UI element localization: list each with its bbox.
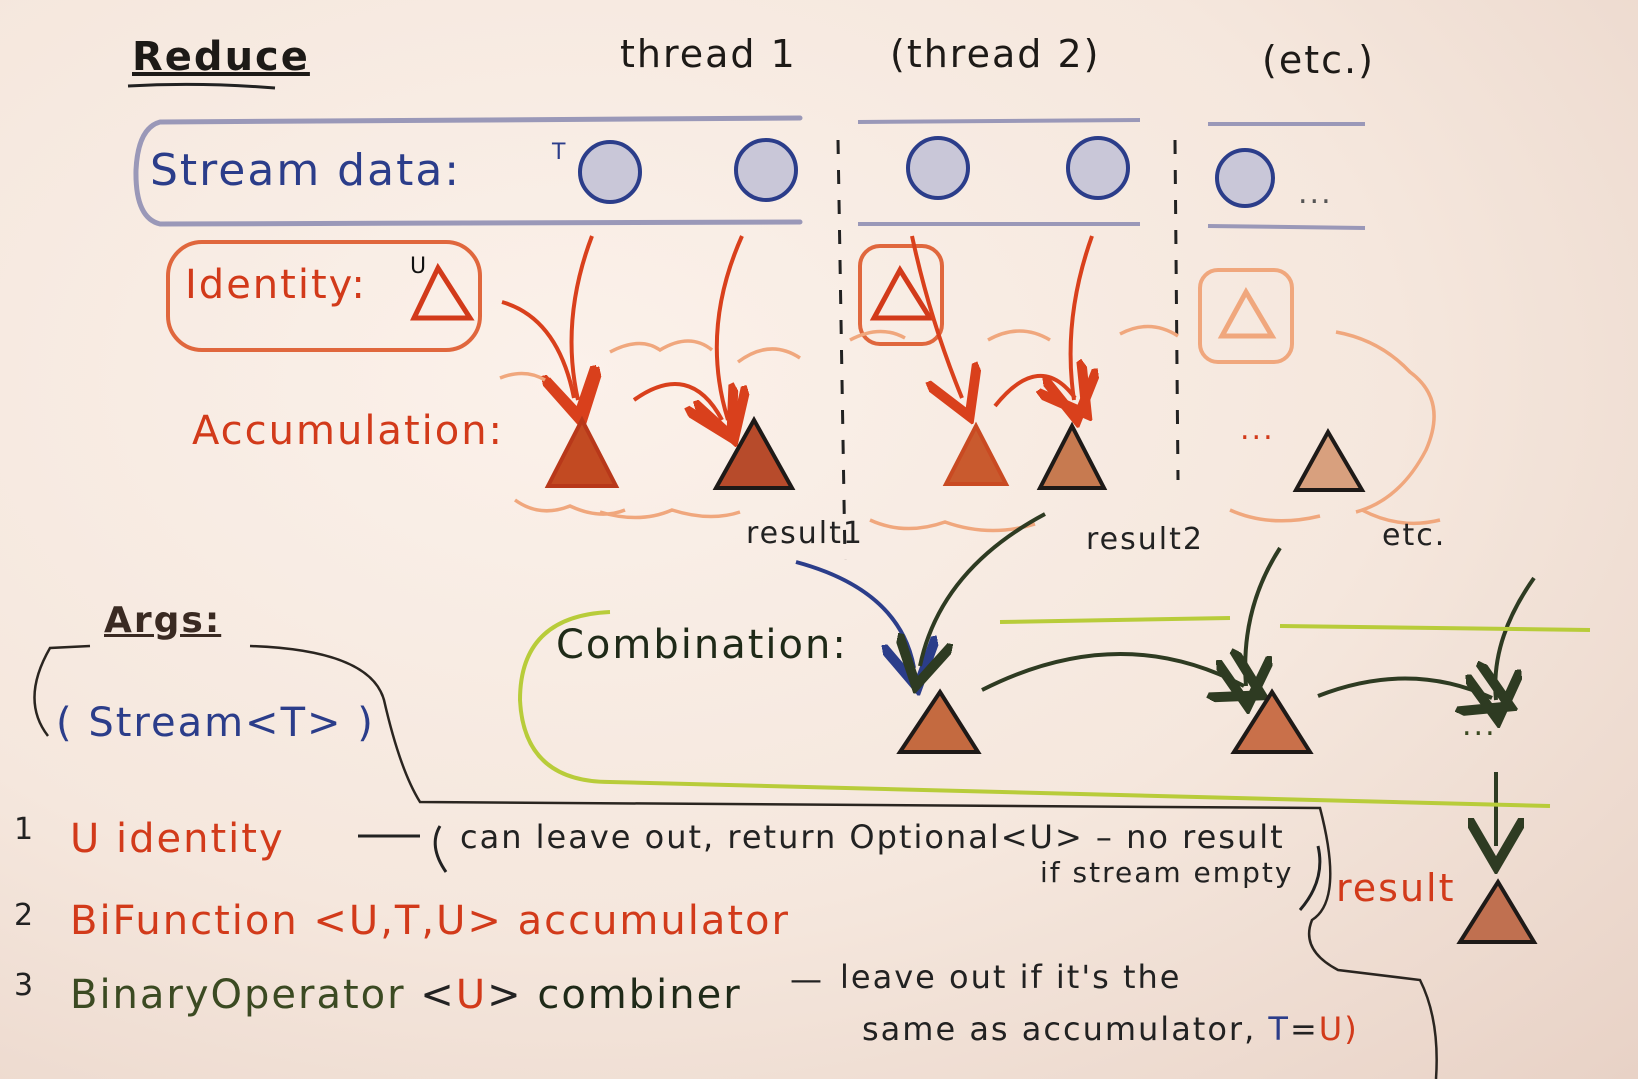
- args-stream-type: ( Stream<T> ): [56, 700, 375, 746]
- arrow-comb-to-comb: [1317, 678, 1492, 698]
- combination-triangle: [896, 688, 982, 754]
- note-combiner-eq: =: [1289, 1010, 1319, 1048]
- stream-elements: [578, 136, 1275, 208]
- arrow-comb-to-comb: [981, 654, 1244, 690]
- identity-type-label: U: [410, 254, 429, 279]
- identity-box: [166, 240, 482, 352]
- thread-label-3: (etc.): [1262, 38, 1375, 82]
- identity-label: Identity:: [185, 262, 367, 308]
- arg-combiner-name: combiner: [537, 972, 742, 1018]
- etc-result-label: etc.: [1382, 518, 1447, 553]
- arg-accumulator: BiFunction <U,T,U> accumulator: [70, 898, 790, 944]
- arrow-stream-to-acc: [572, 235, 592, 400]
- note-identity-line2: if stream empty: [1040, 856, 1294, 889]
- result2-label: result2: [1086, 522, 1204, 557]
- page-title: Reduce: [132, 34, 310, 80]
- note1-open-paren: [433, 825, 448, 873]
- thread-separator-1: [836, 139, 847, 561]
- arrow-result3-to-comb: [1245, 546, 1282, 686]
- stream-line-top-t2: [857, 118, 1141, 124]
- args-heading: Args:: [104, 600, 222, 641]
- thread-separator-2: [1173, 139, 1180, 481]
- stream-ellipsis: ...: [1298, 176, 1333, 211]
- arrow-result2-to-comb: [920, 512, 1046, 666]
- arg-combiner-open: <: [420, 972, 456, 1018]
- note-combiner-dash: —: [790, 960, 824, 998]
- identity-box-thread3: [1198, 268, 1294, 364]
- stream-data-box: [133, 115, 803, 227]
- note-combiner-same-as: same as accumulator,: [862, 1010, 1257, 1048]
- accumulation-cloud: [499, 324, 1441, 533]
- stream-element: [578, 140, 642, 204]
- identity-triangle: [869, 265, 935, 321]
- final-result-triangle: [1456, 878, 1538, 944]
- accumulation-triangle: [942, 421, 1010, 486]
- arrow-stream-to-acc: [910, 235, 962, 398]
- thread-label-2: (thread 2): [890, 32, 1101, 76]
- stream-element: [906, 136, 970, 200]
- accumulation-ellipsis: ...: [1240, 412, 1275, 447]
- arg-combiner-type-name: BinaryOperator: [70, 972, 406, 1018]
- arrow-stream-to-acc: [717, 235, 742, 420]
- args-bracket: [33, 644, 1438, 1079]
- arrow-etc-to-comb: [1495, 576, 1536, 700]
- stream-data-label: Stream data:: [150, 145, 462, 196]
- combination-ellipsis: ...: [1462, 708, 1497, 743]
- arg-combiner-type: BinaryOperator <U> combiner: [70, 972, 742, 1018]
- identity-triangle: [1217, 286, 1277, 339]
- arrow-stream-to-acc: [1071, 235, 1092, 400]
- arg-number-2: 2: [14, 898, 36, 933]
- combination-box: [517, 610, 1591, 808]
- stream-type-label: T: [552, 140, 568, 165]
- combination-label: Combination:: [556, 622, 848, 668]
- note-combiner-line1: leave out if it's the: [840, 958, 1182, 996]
- arg-combiner-close: >: [487, 972, 523, 1018]
- accumulation-triangle: [544, 415, 620, 488]
- stream-line-bot-t3: [1207, 224, 1366, 230]
- note1-close-paren: [1298, 845, 1322, 911]
- note-combiner-u: U): [1318, 1010, 1359, 1048]
- stream-element: [1215, 148, 1275, 208]
- arg-number-3: 3: [14, 968, 36, 1003]
- arg-number-1: 1: [14, 812, 36, 847]
- thread-label-1: thread 1: [620, 32, 797, 76]
- stream-element: [1066, 136, 1130, 200]
- accumulation-triangle: [1036, 421, 1108, 490]
- accumulation-label: Accumulation:: [192, 408, 505, 454]
- stream-element: [734, 138, 798, 202]
- accumulation-triangle: [1292, 427, 1366, 492]
- note-identity-line1: can leave out, return Optional<U> – no r…: [460, 818, 1285, 856]
- note-combiner-t: T: [1268, 1010, 1290, 1048]
- title-underline: [127, 82, 276, 90]
- arg-identity: U identity: [70, 816, 285, 862]
- identity-box-thread2: [858, 244, 944, 346]
- combination-triangle: [1230, 688, 1314, 754]
- identity-triangle: [410, 262, 475, 321]
- note-combiner-line2: same as accumulator, T=U): [862, 1010, 1359, 1048]
- accumulation-triangle: [712, 415, 796, 490]
- arrow-identity-to-acc: [501, 300, 574, 398]
- arrow-acc-to-acc: [993, 376, 1075, 406]
- arg-combiner-u: U: [455, 972, 488, 1018]
- result1-label: result1: [746, 516, 864, 551]
- final-result-label: result: [1336, 866, 1456, 910]
- arrow-acc-to-acc: [632, 382, 722, 420]
